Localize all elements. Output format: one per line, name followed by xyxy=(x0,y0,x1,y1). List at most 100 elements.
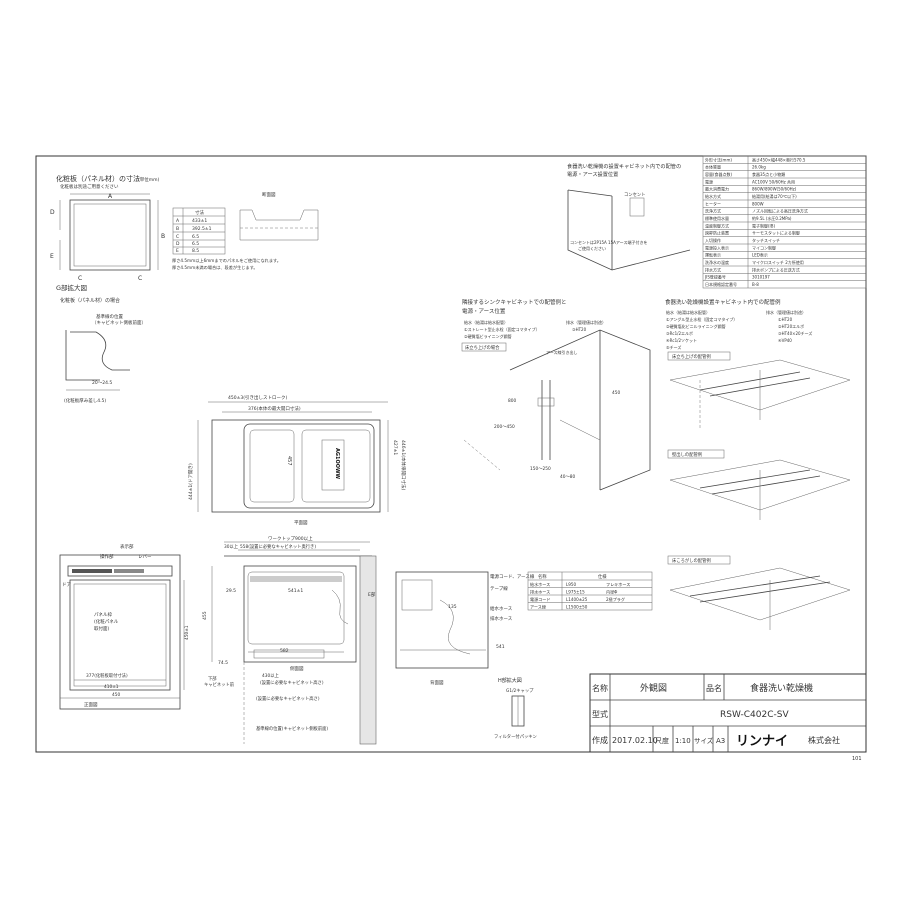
spec-value: 800W xyxy=(752,201,764,206)
svg-text:化粧板（パネル材）の場合: 化粧板（パネル材）の場合 xyxy=(60,297,120,304)
svg-text:ご使用ください: ご使用ください xyxy=(578,245,606,251)
plan-inner xyxy=(243,423,375,509)
svg-text:40～80: 40～80 xyxy=(560,474,575,480)
svg-text:名称: 名称 xyxy=(538,573,547,580)
g-detail-section: G部拡大図 化粧板（パネル材）の場合 基準線の位置 （キャビネット側板前面） 2… xyxy=(56,283,146,404)
svg-text:排水（管理値は別途）: 排水（管理値は別途） xyxy=(766,309,806,315)
svg-text:450: 450 xyxy=(112,692,120,698)
svg-text:AG1OOWW: AG1OOWW xyxy=(334,448,340,479)
svg-text:②HT20エルボ: ②HT20エルボ xyxy=(778,323,804,329)
front-lever xyxy=(114,569,144,573)
spec-key: 給水方式 xyxy=(705,193,721,199)
svg-text:食器洗い乾燥機設置キャビネット内での配管例: 食器洗い乾燥機設置キャビネット内での配管例 xyxy=(665,298,781,306)
svg-text:74.5: 74.5 xyxy=(218,660,228,666)
svg-text:②硬質塩化ビニルライニング鋼管: ②硬質塩化ビニルライニング鋼管 xyxy=(666,323,726,329)
svg-text:RSW-C402C-SV: RSW-C402C-SV xyxy=(720,710,789,720)
svg-text:A3: A3 xyxy=(716,737,725,745)
panel-dimension-section: 化粧板（パネル材）の寸法 (単位mm) 化粧板は別途ご用意ください A D E … xyxy=(50,174,319,282)
g-detail-panel xyxy=(65,330,100,381)
svg-text:541: 541 xyxy=(496,644,505,650)
svg-text:内径Φ: 内径Φ xyxy=(606,589,617,595)
section-label: 断面図 xyxy=(262,191,276,198)
svg-text:376(本体の最大開口寸法): 376(本体の最大開口寸法) xyxy=(248,405,301,412)
panel-section-title: 化粧板（パネル材）の寸法 xyxy=(56,174,140,183)
panel-inner xyxy=(73,203,147,267)
svg-text:L1400±25: L1400±25 xyxy=(566,597,588,602)
svg-text:取付面): 取付面) xyxy=(94,625,109,632)
svg-text:③HT40×20チーズ: ③HT40×20チーズ xyxy=(778,330,812,336)
svg-text:427±1: 427±1 xyxy=(392,440,398,455)
svg-text:食器洗い乾燥機: 食器洗い乾燥機 xyxy=(750,682,813,694)
svg-text:レバー: レバー xyxy=(138,554,152,560)
svg-text:背面図: 背面図 xyxy=(430,679,444,686)
spec-value: B-8 xyxy=(752,282,759,287)
svg-text:D: D xyxy=(176,241,180,247)
svg-text:隣接するシンクキャビネットでの配管例と: 隣接するシンクキャビネットでの配管例と xyxy=(462,298,567,306)
spec-value: 電子制御(IB) xyxy=(752,222,775,228)
svg-text:表示部: 表示部 xyxy=(120,543,134,550)
plan-body xyxy=(211,419,381,513)
spec-key: 外形寸法(mm) xyxy=(705,156,732,162)
svg-text:操作部: 操作部 xyxy=(100,553,114,560)
front-view: 表示部 操作部 レバー ドア パネル枠 (化粧パネル 取付面) 377(化粧板取… xyxy=(59,543,190,710)
svg-text:寸法: 寸法 xyxy=(195,209,204,216)
sink-pipe-section: 隣接するシンクキャビネットでの配管例と 電源・アース位置 給水（給湯は給水配管）… xyxy=(461,298,651,491)
svg-text:444±1(ドア開き): 444±1(ドア開き) xyxy=(188,463,194,500)
svg-text:G1/2キャップ: G1/2キャップ xyxy=(506,688,534,694)
svg-text:L975±15: L975±15 xyxy=(566,590,585,595)
plan-sticker xyxy=(321,439,345,491)
svg-text:(設置に必要なキャビネット高さ): (設置に必要なキャビネット高さ) xyxy=(256,695,320,702)
svg-text:電源・アース設置位置: 電源・アース設置位置 xyxy=(567,170,618,178)
spec-key: 本体質量 xyxy=(705,164,721,170)
h-detail: H部拡大図 G1/2キャップ フィルター付パッキン xyxy=(494,677,537,740)
svg-text:ドア: ドア xyxy=(62,582,71,588)
spec-key: 洗浄方式 xyxy=(705,208,721,214)
outlet-icon xyxy=(629,197,645,217)
spec-value: 3010197 xyxy=(752,275,770,280)
svg-text:床ころがしの配管例: 床ころがしの配管例 xyxy=(672,557,711,564)
spec-value: タッチスイッチ xyxy=(752,237,780,243)
svg-text:200～450: 200～450 xyxy=(494,424,515,430)
svg-text:G部拡大図: G部拡大図 xyxy=(56,283,87,292)
spec-value: 高さ450×幅448×奥行570.5 xyxy=(752,156,806,162)
svg-text:キャビネット前: キャビネット前 xyxy=(204,681,235,688)
svg-text:E部: E部 xyxy=(368,591,376,598)
spec-value: ノズル回転による高圧洗浄方式 xyxy=(752,208,808,214)
front-display xyxy=(72,569,112,573)
spec-key: 過昇防止装置 xyxy=(705,230,729,236)
spec-value: 26.0kg xyxy=(752,165,766,170)
side-view: ワークトップ900以上 558(設置に必要なキャビネット奥行き) 30以上 54… xyxy=(202,535,377,745)
svg-text:コンセントは2P15A 15Aアース端子付きを: コンセントは2P15A 15Aアース端子付きを xyxy=(570,239,647,245)
svg-text:C: C xyxy=(176,234,179,240)
spec-key: 電源投入表示 xyxy=(705,244,729,250)
svg-text:A: A xyxy=(108,193,113,200)
svg-text:B: B xyxy=(161,233,165,240)
svg-text:①ストレート型止水栓（固定コマタイプ）: ①ストレート型止水栓（固定コマタイプ） xyxy=(464,326,540,332)
svg-text:457: 457 xyxy=(286,456,292,466)
svg-text:2極プラグ: 2極プラグ xyxy=(606,596,625,602)
svg-text:アース線: アース線 xyxy=(530,604,546,610)
spec-key: 標準使用水量 xyxy=(705,215,729,221)
svg-text:③HT20: ③HT20 xyxy=(572,327,587,332)
sheet-frame xyxy=(35,155,867,753)
svg-text:外観図: 外観図 xyxy=(640,682,667,694)
spec-value: 860W/890W(50/60Hz) xyxy=(752,187,797,192)
svg-text:③Rc1/2エルボ: ③Rc1/2エルボ xyxy=(666,330,693,336)
svg-text:型式: 型式 xyxy=(592,709,608,719)
panel-outline xyxy=(69,199,151,271)
svg-text:電源・アース位置: 電源・アース位置 xyxy=(462,307,506,315)
svg-text:L950: L950 xyxy=(566,582,576,587)
spec-key: 入切操作 xyxy=(705,237,721,243)
svg-text:(設置に必要なキャビネット高さ): (設置に必要なキャビネット高さ) xyxy=(260,679,324,686)
spec-value: サーモスタットによる制御 xyxy=(752,230,800,236)
g-detail-cabinet xyxy=(70,331,130,371)
svg-text:尺度: 尺度 xyxy=(655,736,669,745)
in-cabinet-pipe-section: 食器洗い乾燥機設置キャビネット内での配管例 給水（給湯は給水配管） 排水（管理値… xyxy=(665,298,851,630)
svg-text:558(設置に必要なキャビネット奥行き): 558(設置に必要なキャビネット奥行き) xyxy=(240,543,316,550)
spec-value: 排水ポンプによる圧送方式 xyxy=(752,266,800,272)
svg-text:8.5: 8.5 xyxy=(192,248,199,254)
svg-text:582: 582 xyxy=(280,648,289,654)
svg-text:平面図: 平面図 xyxy=(294,520,308,526)
svg-text:フィルター付パッキン: フィルター付パッキン xyxy=(494,733,537,740)
